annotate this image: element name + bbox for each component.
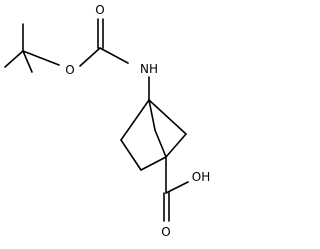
chemical-structure-diagram: O O NH OH O [4,3,210,239]
atom-label-nh: NH [140,62,158,76]
atom-label-acid-oh: OH [192,170,210,184]
bond-mid-ch2-to-bottom-bridgehead [154,129,167,158]
bond-top-bridgehead-to-right-ch2 [148,99,187,135]
bond-top-bridgehead-to-left-ch2 [120,99,150,141]
bond-tbu-to-ether-o [22,50,60,66]
bicyclic-core [120,99,187,171]
bond-left-ch2-pair [120,139,142,171]
bond-tbu-methyl-bottom [22,50,33,73]
bond-tbu-methyl-left [4,50,24,68]
bond-carbonyl-c-to-nh [99,47,129,64]
bond-top-bridgehead-to-mid-ch2 [148,99,156,131]
bond-ether-o-to-carbonyl-c [79,47,101,67]
carboxylic-acid-group [163,156,189,222]
bond-lower-ch2-to-bottom-bridgehead [140,156,167,171]
atom-label-ether-o: O [65,63,74,77]
atom-label-acid-o: O [161,225,170,239]
boc-carbamate-group [79,18,129,67]
atom-label-carbonyl-o: O [95,3,104,17]
bond-acid-c-to-oh [165,181,189,194]
bond-right-ch2-to-bottom-bridgehead [165,133,187,158]
tert-butyl-group [4,23,60,73]
